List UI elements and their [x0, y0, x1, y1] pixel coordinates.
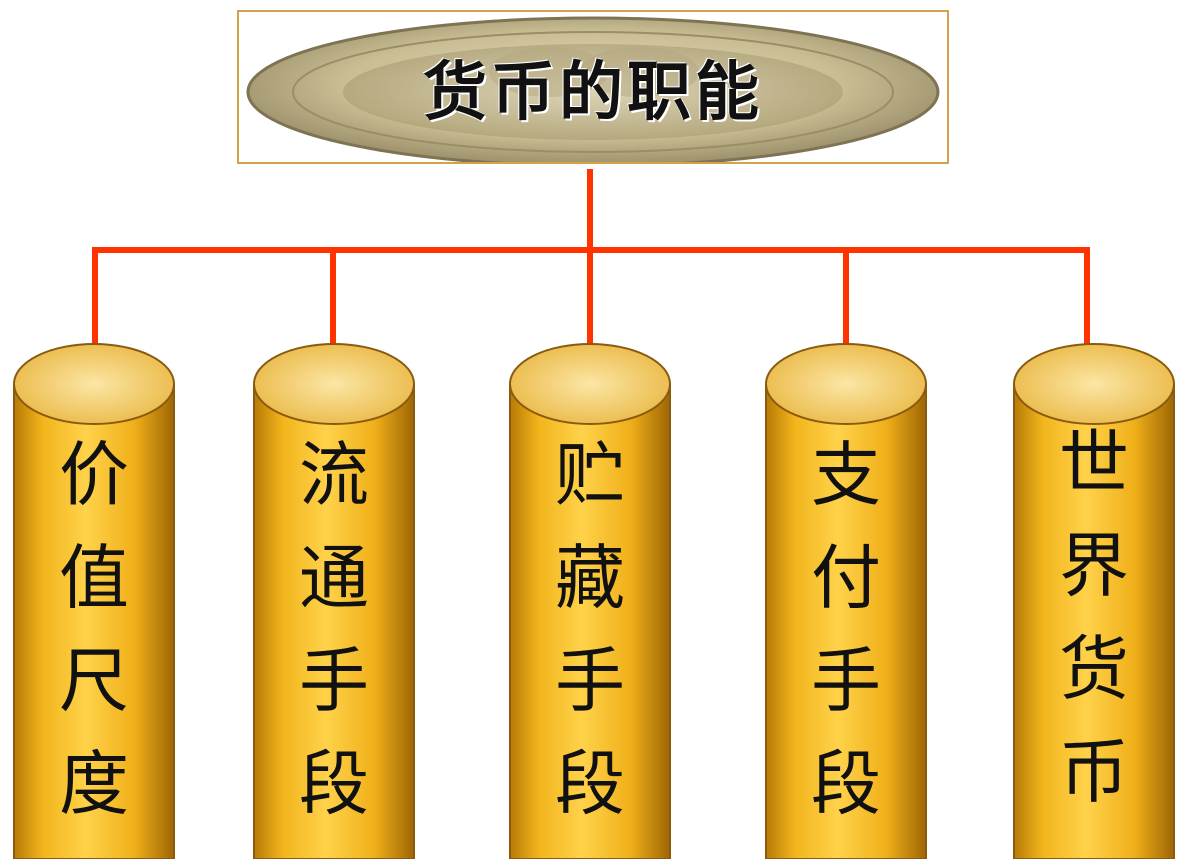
label-char: 值	[59, 537, 129, 619]
label-char: 流	[299, 434, 369, 516]
cylinder-label: 价 值 尺 度	[11, 424, 177, 836]
label-char: 贮	[555, 434, 625, 516]
label-char: 币	[1059, 731, 1129, 813]
function-cylinder-hoarding: 贮 藏 手 段	[507, 342, 673, 859]
cylinder-shape	[13, 343, 175, 859]
function-cylinder-circulation: 流 通 手 段	[251, 342, 417, 859]
label-char: 手	[299, 640, 369, 722]
diagram-title: 货币的职能	[423, 56, 763, 130]
label-char: 界	[1059, 525, 1129, 607]
label-char: 价	[59, 434, 129, 516]
label-char: 尺	[59, 640, 129, 722]
cylinder-label: 流 通 手 段	[251, 424, 417, 836]
coin-illustration	[246, 16, 940, 162]
label-char: 支	[811, 434, 881, 516]
label-char: 货	[1059, 628, 1129, 710]
function-cylinder-value-measure: 价 值 尺 度	[11, 342, 177, 859]
label-char: 手	[811, 640, 881, 722]
cylinder-label: 世 界 货 币	[1011, 412, 1177, 824]
cylinder-shape	[1013, 343, 1175, 859]
function-cylinder-world-money: 世 界 货 币	[1011, 342, 1177, 859]
label-char: 付	[811, 537, 881, 619]
label-char: 段	[555, 743, 625, 825]
cylinder-label: 支 付 手 段	[763, 424, 929, 836]
function-cylinder-payment: 支 付 手 段	[763, 342, 929, 859]
label-char: 世	[1059, 422, 1129, 504]
label-char: 藏	[555, 537, 625, 619]
label-char: 通	[299, 537, 369, 619]
label-char: 段	[811, 743, 881, 825]
cylinder-shape	[509, 343, 671, 859]
cylinder-shape	[253, 343, 415, 859]
label-char: 段	[299, 743, 369, 825]
cylinder-label: 贮 藏 手 段	[507, 424, 673, 836]
label-char: 手	[555, 640, 625, 722]
title-box: 货币的职能	[237, 10, 949, 164]
label-char: 度	[59, 743, 129, 825]
cylinder-shape	[765, 343, 927, 859]
